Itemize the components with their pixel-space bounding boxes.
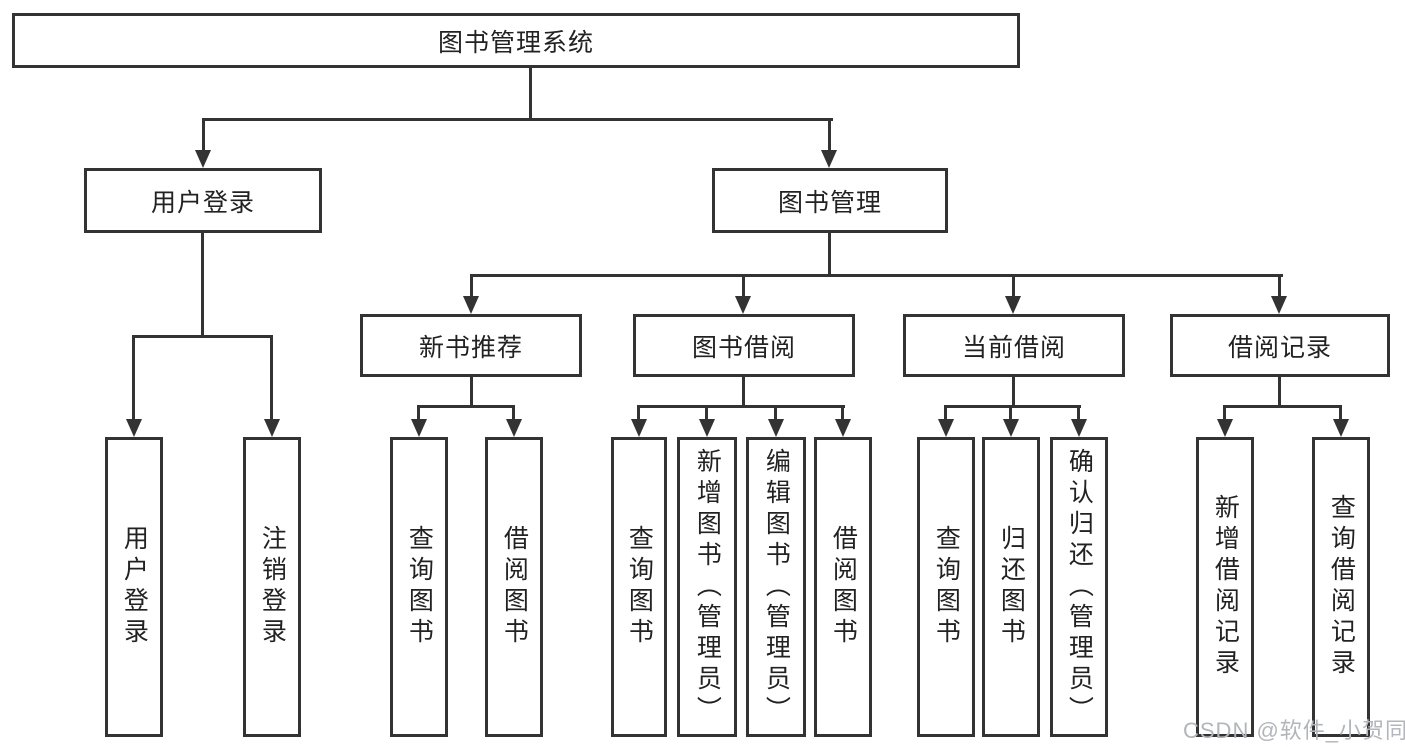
edge-line <box>944 405 947 421</box>
node-label: 新增借阅记录 <box>1211 494 1240 680</box>
edge-line <box>417 405 515 408</box>
edge-line <box>270 335 273 421</box>
edge-line <box>841 405 844 421</box>
leaf-borrow-book: 借阅图书 <box>814 437 872 737</box>
node-user-login: 用户登录 <box>84 168 322 233</box>
edge-line <box>470 377 473 407</box>
arrowhead-icon <box>195 150 211 168</box>
leaf-user-login: 用户登录 <box>105 437 163 737</box>
arrowhead-icon <box>735 296 751 314</box>
edge-line <box>470 274 1283 277</box>
arrowhead-icon <box>1217 419 1233 437</box>
node-new-book-recommend: 新书推荐 <box>360 314 582 377</box>
edge-line <box>417 405 420 421</box>
leaf-query-books-current: 查询图书 <box>917 437 975 737</box>
leaf-logout: 注销登录 <box>243 437 301 737</box>
node-label: 用户登录 <box>120 525 149 649</box>
leaf-confirm-return-admin: 确认归还（管理员） <box>1050 437 1108 737</box>
arrowhead-icon <box>264 419 280 437</box>
node-book-borrowing: 图书借阅 <box>633 314 855 377</box>
edge-line <box>1278 274 1281 298</box>
node-label: 查询图书 <box>625 525 654 649</box>
arrowhead-icon <box>768 419 784 437</box>
arrowhead-icon <box>938 419 954 437</box>
leaf-query-books-borrowing: 查询图书 <box>611 437 667 737</box>
leaf-query-borrow-record: 查询借阅记录 <box>1312 437 1370 737</box>
edge-line <box>1012 274 1015 298</box>
node-label: 查询图书 <box>405 525 434 649</box>
edge-line <box>202 118 205 152</box>
arrowhead-icon <box>411 419 427 437</box>
leaf-add-book-admin: 新增图书（管理员） <box>677 437 737 737</box>
node-label: 新增图书（管理员） <box>693 447 722 727</box>
node-label: 编辑图书（管理员） <box>762 447 791 727</box>
edge-line <box>1278 377 1281 407</box>
node-label: 归还图书 <box>997 525 1026 649</box>
arrowhead-icon <box>126 419 142 437</box>
arrowhead-icon <box>835 419 851 437</box>
edge-line <box>1012 377 1015 407</box>
edge-line <box>1077 405 1080 421</box>
node-label: 确认归还（管理员） <box>1065 447 1094 727</box>
edge-line <box>470 274 473 298</box>
edge-line <box>828 233 831 276</box>
leaf-add-borrow-record: 新增借阅记录 <box>1196 437 1254 737</box>
arrowhead-icon <box>1071 419 1087 437</box>
edge-line <box>1339 405 1342 421</box>
node-label: 查询图书 <box>932 525 961 649</box>
arrowhead-icon <box>631 419 647 437</box>
node-label: 借阅图书 <box>829 525 858 649</box>
node-borrow-records: 借阅记录 <box>1170 314 1390 377</box>
edge-line <box>944 405 1081 408</box>
node-current-borrowing: 当前借阅 <box>903 314 1125 377</box>
edge-line <box>132 335 135 421</box>
arrowhead-icon <box>1003 419 1019 437</box>
node-root: 图书管理系统 <box>12 13 1020 68</box>
edge-line <box>705 405 708 421</box>
arrowhead-icon <box>463 296 479 314</box>
edge-line <box>1009 405 1012 421</box>
edge-line <box>637 405 640 421</box>
watermark: CSDN @软件_小贺同学 <box>1183 718 1405 743</box>
arrowhead-icon <box>821 150 837 168</box>
leaf-return-book: 归还图书 <box>982 437 1040 737</box>
node-label: 查询借阅记录 <box>1327 494 1356 680</box>
arrowhead-icon <box>1333 419 1349 437</box>
arrowhead-icon <box>1271 296 1287 314</box>
edge-line <box>202 118 833 121</box>
edge-line <box>828 118 831 152</box>
leaf-edit-book-admin: 编辑图书（管理员） <box>746 437 806 737</box>
arrowhead-icon <box>699 419 715 437</box>
edge-line <box>512 405 515 421</box>
edge-line <box>637 405 845 408</box>
edge-line <box>529 68 532 120</box>
edge-line <box>774 405 777 421</box>
arrowhead-icon <box>1005 296 1021 314</box>
node-book-management: 图书管理 <box>712 168 948 233</box>
node-label: 注销登录 <box>258 525 287 649</box>
edge-line <box>742 377 745 407</box>
edge-line <box>132 335 273 338</box>
edge-line <box>1223 405 1342 408</box>
edge-line <box>742 274 745 298</box>
edge-line <box>201 233 204 337</box>
leaf-borrow-books-recommend: 借阅图书 <box>485 437 543 737</box>
edge-line <box>1223 405 1226 421</box>
node-label: 借阅图书 <box>500 525 529 649</box>
arrowhead-icon <box>506 419 522 437</box>
leaf-query-books-recommend: 查询图书 <box>390 437 448 737</box>
